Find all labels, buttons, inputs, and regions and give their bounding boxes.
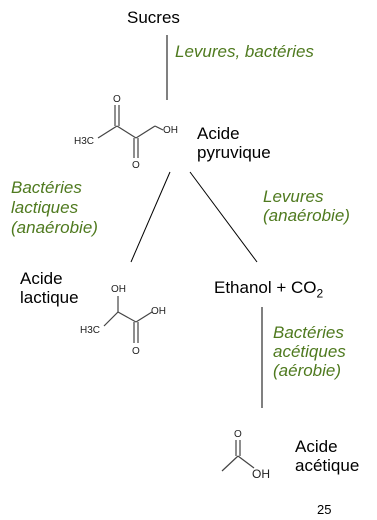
pyruvic-o-top: O	[113, 94, 121, 105]
agent-bacteries-acetiques-line3: (aérobie)	[273, 361, 342, 380]
agent-bacteries-lactiques-line2: lactiques	[11, 198, 79, 217]
node-acide-acetique-line1: Acide	[295, 437, 338, 456]
agent-bacteries-acetiques-line2: acétiques	[273, 342, 346, 361]
agent-levures-anaerobie-line1: Levures	[263, 187, 324, 206]
lactic-acid-structure: OH OH H3C O	[80, 284, 166, 357]
agent-levures-anaerobie-line2: (anaérobie)	[263, 206, 350, 225]
agent-bacteries-acetiques: Bactéries acétiques (aérobie)	[273, 323, 346, 380]
connector-pyruvique-ethanol	[189, 171, 258, 263]
node-acide-acetique: Acide acétique	[295, 437, 359, 475]
lactic-h3c: H3C	[80, 325, 100, 336]
agent-levures-anaerobie: Levures (anaérobie)	[263, 187, 350, 225]
lactic-oh: OH	[151, 306, 166, 317]
co2-subscript: 2	[316, 286, 324, 301]
agent-levures-bacteries: Levures, bactéries	[175, 42, 314, 61]
pyruvic-acid-structure: O OH H3C O	[74, 94, 178, 171]
node-ethanol-co2: Ethanol + CO2	[214, 278, 323, 303]
node-acide-pyruvique-line2: pyruvique	[197, 143, 271, 162]
node-acide-acetique-line2: acétique	[295, 456, 360, 475]
connector-pyruvique-lactique	[130, 171, 171, 263]
pyruvic-oh: OH	[163, 125, 178, 136]
acetic-oh: OH	[252, 467, 270, 481]
node-acide-pyruvique-line1: Acide	[197, 124, 240, 143]
node-acide-lactique-line2: lactique	[20, 288, 79, 307]
node-sucres: Sucres	[127, 8, 180, 27]
node-acide-lactique: Acide lactique	[20, 269, 79, 307]
ethanol-text: Ethanol + CO	[214, 278, 317, 297]
agent-bacteries-acetiques-line1: Bactéries	[273, 323, 344, 342]
agent-bacteries-lactiques-line3: (anaérobie)	[11, 218, 98, 237]
lactic-oh-top: OH	[111, 284, 126, 295]
page-number: 25	[317, 502, 332, 517]
pyruvic-h3c: H3C	[74, 136, 94, 147]
node-acide-pyruvique: Acide pyruvique	[197, 124, 271, 162]
pyruvic-o-bottom: O	[132, 160, 140, 171]
agent-bacteries-lactiques-line1: Bactéries	[11, 178, 82, 197]
agent-bacteries-lactiques: Bactéries lactiques (anaérobie)	[11, 178, 98, 238]
acetic-acid-structure: O OH	[221, 429, 270, 481]
acetic-o: O	[234, 429, 242, 440]
node-acide-lactique-line1: Acide	[20, 269, 63, 288]
lactic-o-bottom: O	[132, 346, 140, 357]
